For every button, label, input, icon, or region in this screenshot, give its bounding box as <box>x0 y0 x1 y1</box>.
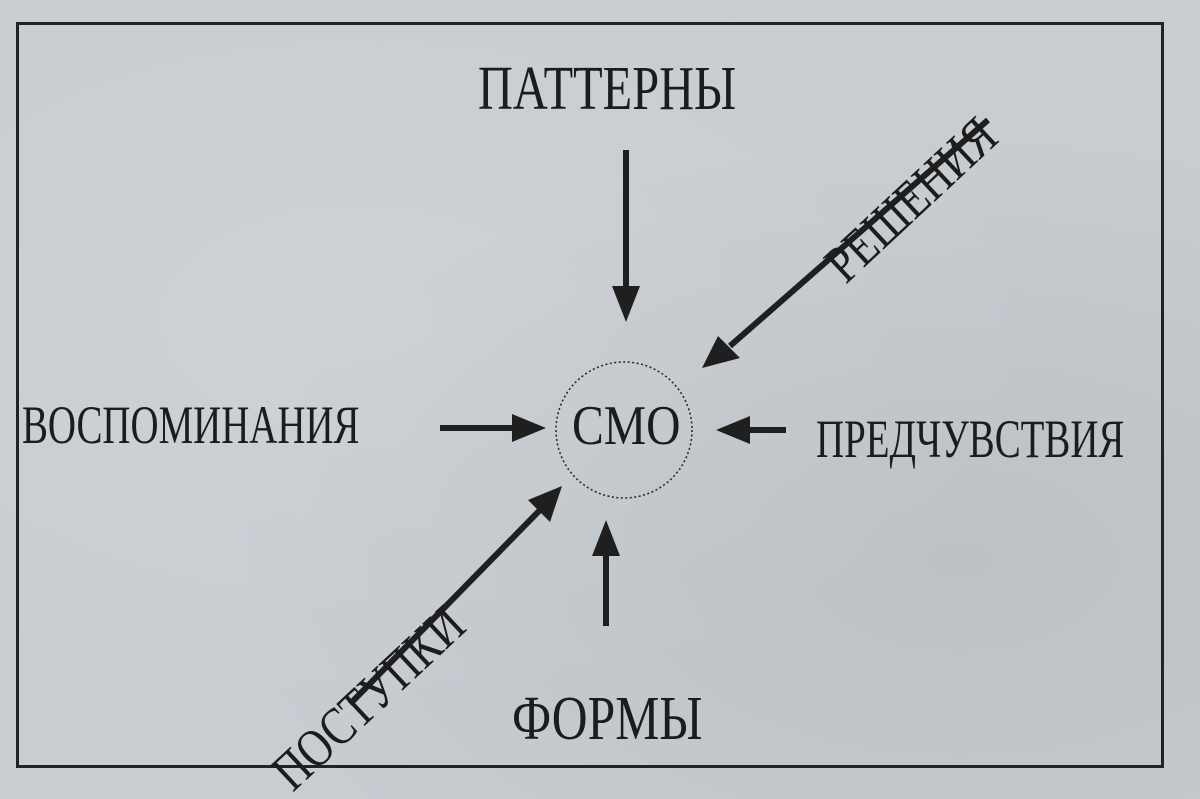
node-label-top: ПАТТЕРНЫ <box>478 55 737 123</box>
arrow-upper-right <box>702 117 990 368</box>
center-label: СМО <box>572 395 681 457</box>
arrow-left <box>440 414 546 442</box>
node-label-right: ПРЕДЧУВСТВИЯ <box>816 409 1125 469</box>
diagram-frame <box>16 22 1164 768</box>
arrow-right <box>716 416 786 444</box>
center-circle <box>555 361 693 499</box>
node-label-left: ВОСПОМИНАНИЯ <box>22 395 360 455</box>
arrow-top <box>612 150 640 322</box>
arrow-bottom <box>592 520 620 626</box>
node-label-bottom: ФОРМЫ <box>512 685 703 753</box>
arrow-lower-left <box>347 486 562 707</box>
